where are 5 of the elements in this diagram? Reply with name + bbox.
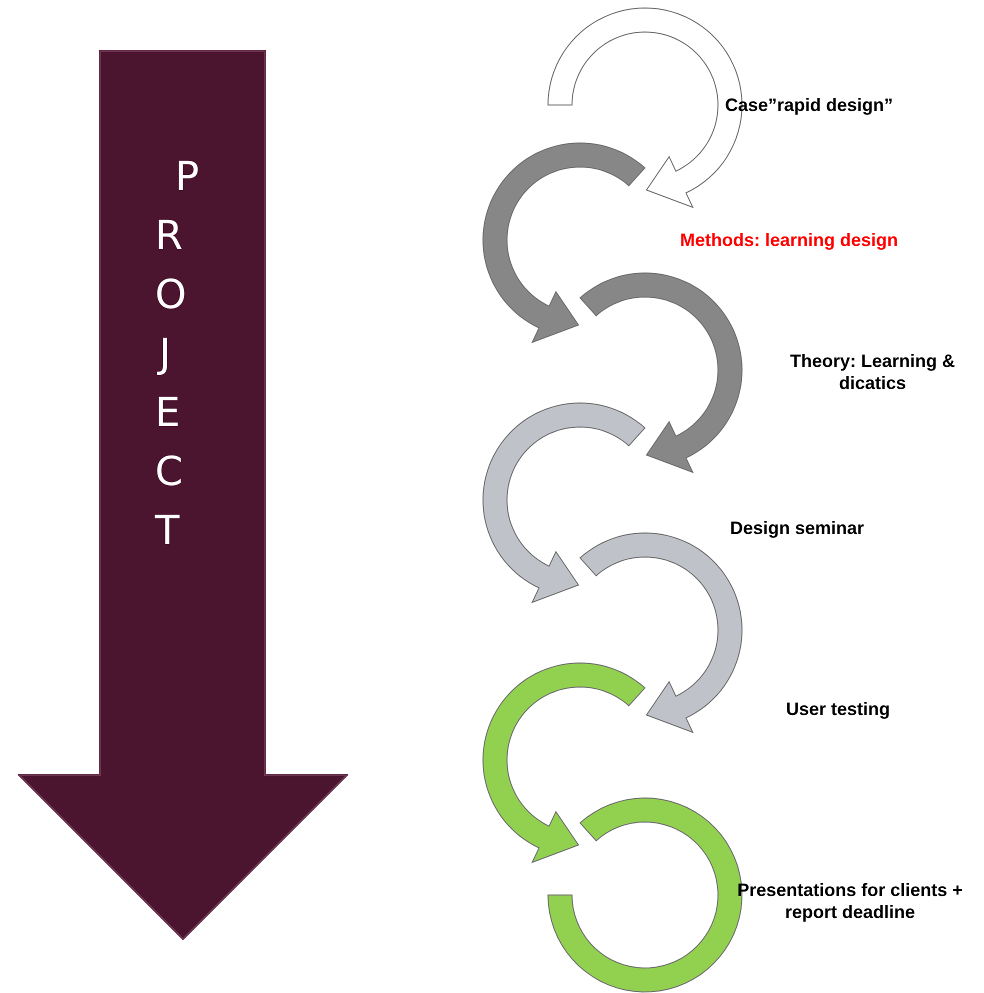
step-label: User testing [786,698,892,720]
step-label: Methods: learning design [680,229,900,251]
step-label: Theory: Learning & dicatics [788,350,956,394]
down-arrow-shape [18,50,348,940]
step-label: Design seminar [730,517,866,539]
